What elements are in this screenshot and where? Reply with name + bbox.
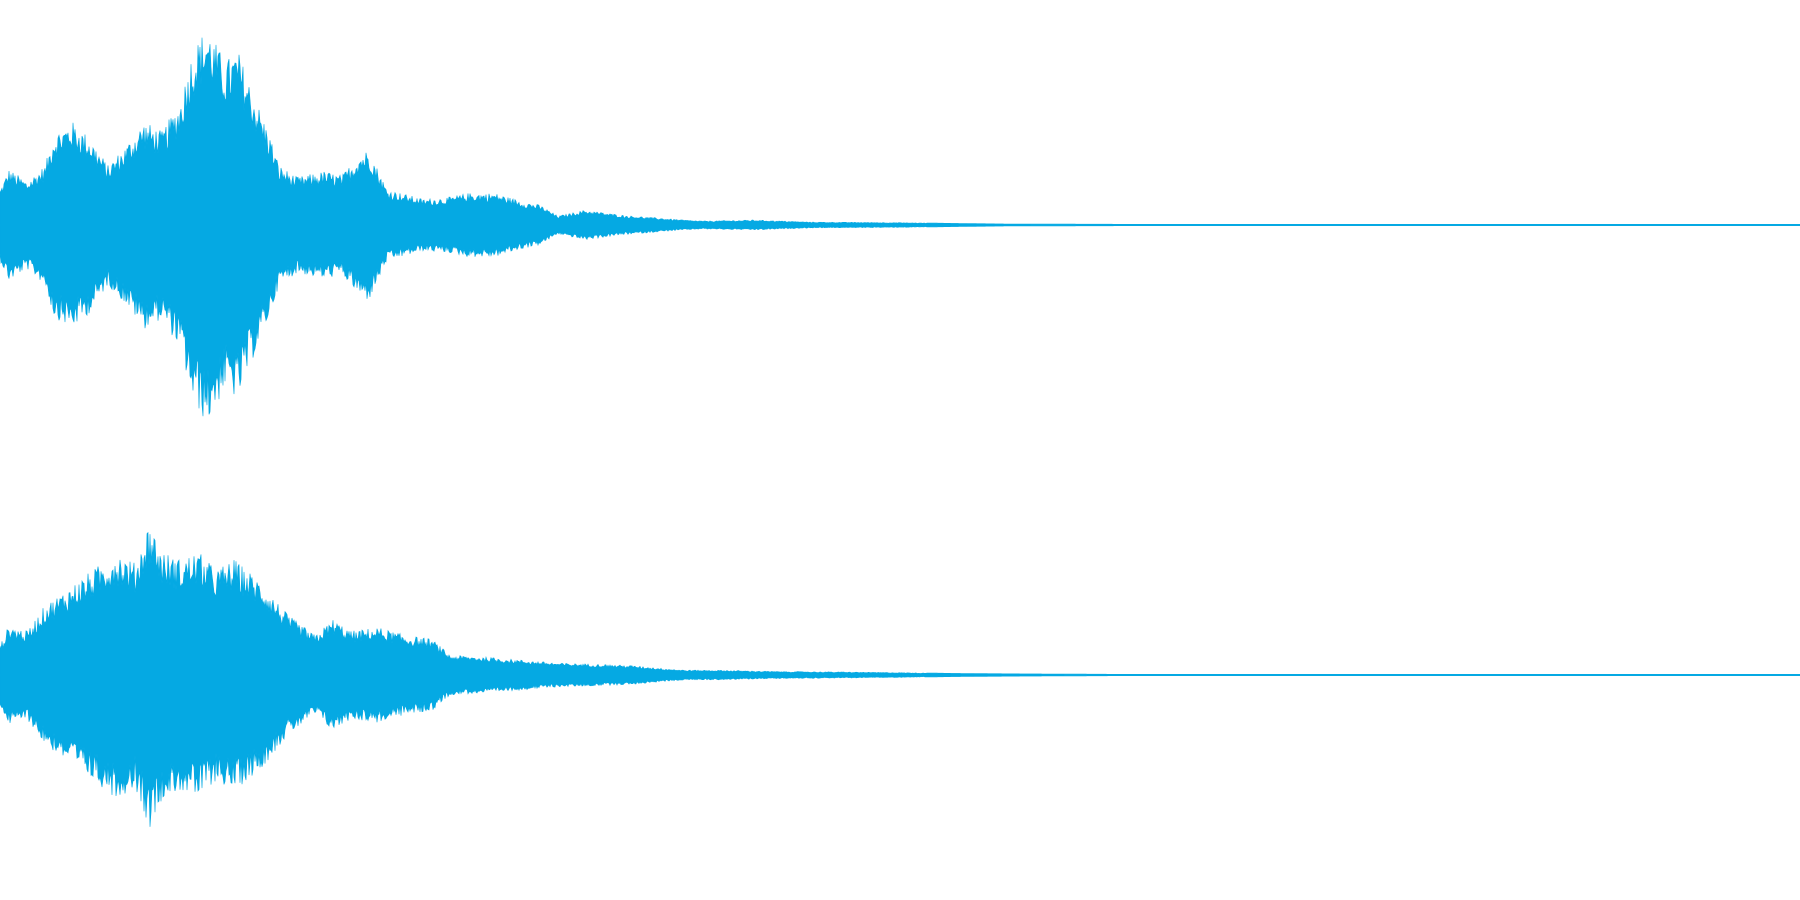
waveform-left-path [0,37,1800,417]
waveform-right-path [0,531,1800,827]
waveform-channel-left [0,37,1800,417]
waveform-left-svg [0,37,1800,417]
waveform-right-svg [0,531,1800,827]
waveform-channel-right [0,450,1800,900]
